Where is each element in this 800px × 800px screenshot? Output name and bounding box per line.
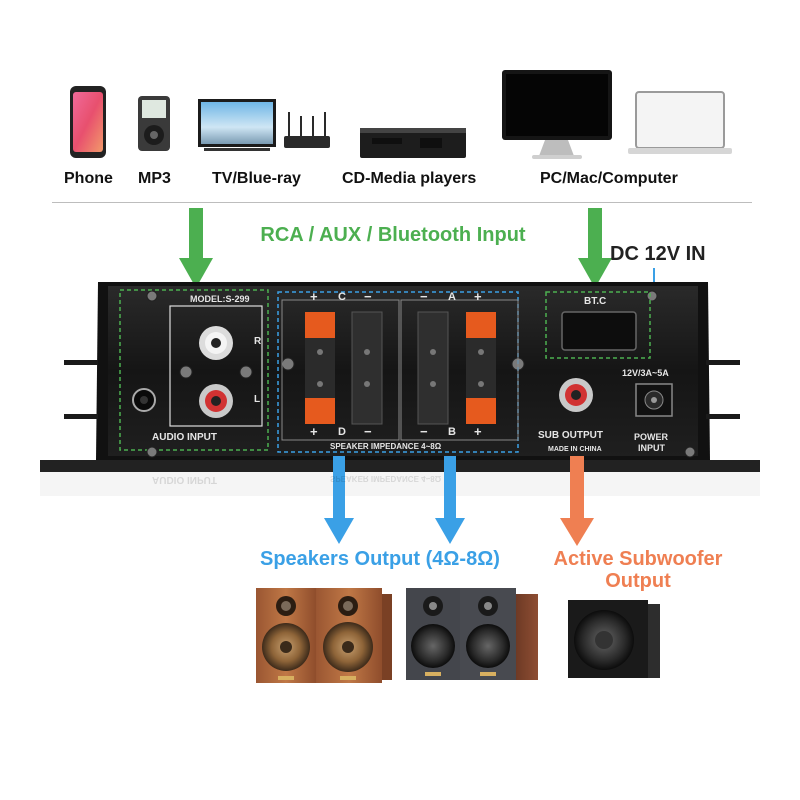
power-input-label-1: POWER — [634, 432, 669, 442]
terminal-b-minus: − — [420, 424, 428, 439]
terminal-a-plus: + — [474, 289, 482, 304]
sub-output-label: SUB OUTPUT — [538, 430, 603, 441]
sub-output-jack[interactable] — [559, 378, 593, 412]
channel-l-label: L — [254, 394, 261, 405]
made-in-label: MADE IN CHINA — [548, 446, 602, 453]
bt-label: BT.C — [584, 296, 607, 307]
mp3-player-icon — [138, 96, 170, 151]
terminal-a-minus: − — [420, 289, 428, 304]
power-input-label-2: INPUT — [638, 443, 665, 453]
input-arrow-left — [179, 208, 213, 288]
device-divider — [52, 202, 752, 203]
subwoofer-icon — [568, 600, 660, 678]
power-input-socket[interactable] — [635, 383, 673, 417]
dark-speaker-right — [460, 588, 538, 680]
subwoofer-output-line1: Active Subwoofer — [553, 548, 723, 570]
terminal-b-plus: + — [474, 424, 482, 439]
subwoofer-output-line2: Output — [605, 570, 671, 592]
wooden-speaker-left — [256, 588, 316, 683]
router-icon — [284, 112, 330, 148]
rca-right-jack[interactable] — [199, 326, 233, 360]
terminal-d-label: D — [338, 426, 346, 438]
terminal-c-plus: + — [310, 289, 318, 304]
terminal-d-minus: − — [364, 424, 372, 439]
speakers-output-label: Speakers Output (4Ω-8Ω) — [260, 548, 500, 570]
impedance-reflection: SPEAKER IMPEDANCE 4~8Ω — [330, 474, 442, 483]
terminal-d-plus: + — [310, 424, 318, 439]
bt-display — [561, 311, 637, 351]
power-rating-label: 12V/3A~5A — [622, 368, 669, 378]
speaker-terminal-clips[interactable] — [305, 311, 496, 425]
terminal-c-minus: − — [364, 289, 372, 304]
cd-player-icon — [360, 128, 466, 158]
model-label: MODEL:S-299 — [190, 294, 250, 304]
speaker-arrow-left — [324, 456, 354, 544]
device-label-cd: CD-Media players — [342, 170, 477, 187]
input-title: RCA / AUX / Bluetooth Input — [260, 224, 526, 246]
aux-jack[interactable] — [132, 388, 156, 412]
impedance-label: SPEAKER IMPEDANCE 4~8Ω — [330, 442, 442, 451]
panel-reflection — [40, 472, 760, 496]
monitor-icon — [502, 70, 612, 159]
audio-input-label: AUDIO INPUT — [152, 432, 217, 443]
input-arrow-right — [578, 208, 612, 288]
laptop-icon — [628, 91, 732, 154]
terminal-a-label: A — [448, 291, 456, 303]
speaker-arrow-right — [435, 456, 465, 544]
device-label-pc: PC/Mac/Computer — [540, 170, 678, 187]
wooden-speaker-right — [316, 588, 392, 683]
dc-input-label: DC 12V IN — [610, 243, 706, 265]
terminal-c-label: C — [338, 291, 346, 303]
audio-input-area — [119, 289, 269, 451]
subwoofer-arrow — [560, 456, 594, 546]
terminal-b-label: B — [448, 426, 456, 438]
dark-speaker-left — [406, 588, 460, 680]
channel-r-label: R — [254, 336, 262, 347]
device-label-mp3: MP3 — [138, 170, 171, 187]
speaker-terminals-area — [277, 291, 519, 453]
rca-left-jack[interactable] — [199, 384, 233, 418]
device-label-phone: Phone — [64, 170, 113, 187]
audio-input-reflection: AUDIO INPUT — [152, 474, 217, 485]
tv-icon — [198, 99, 276, 151]
phone-icon — [70, 86, 106, 158]
device-label-tv: TV/Blue-ray — [212, 170, 301, 187]
bt-area — [545, 291, 651, 359]
subwoofer-output-label: Active Subwoofer Output — [538, 548, 738, 592]
